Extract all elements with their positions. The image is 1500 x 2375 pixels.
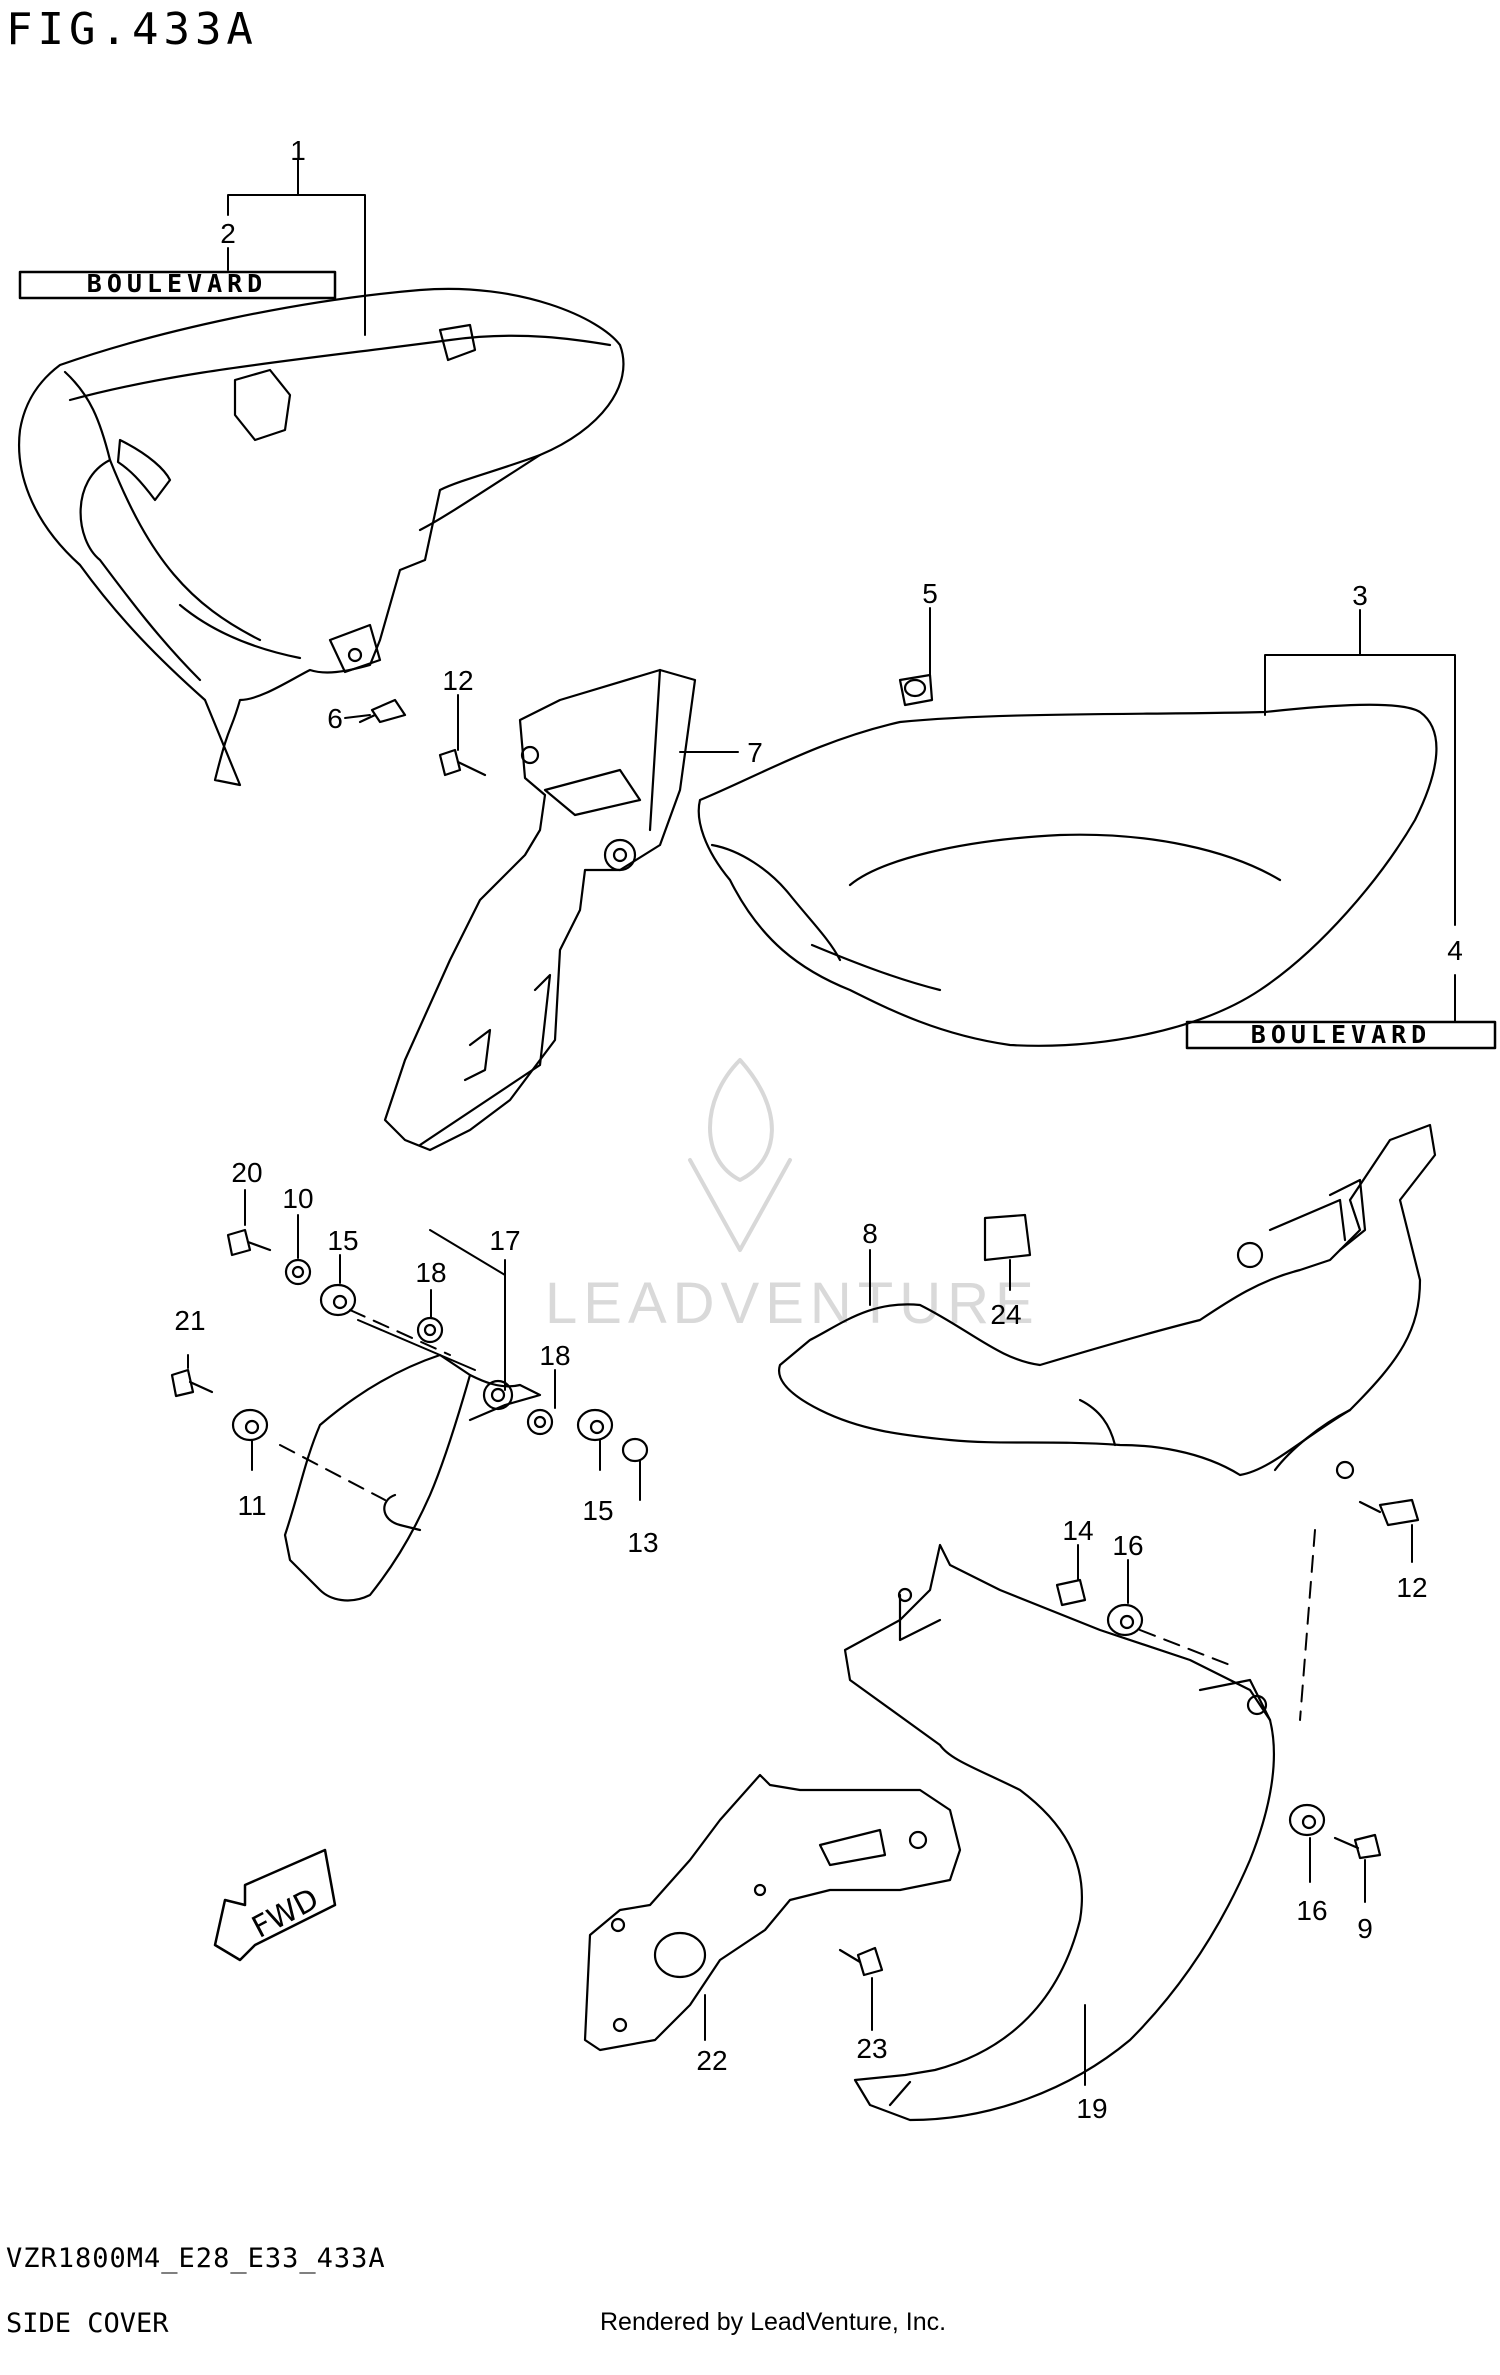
fwd-arrow: FWD	[213, 1848, 337, 1962]
watermark-logo	[688, 1058, 792, 1252]
fastener-9	[1333, 1833, 1382, 1860]
grommet-16-upper	[1106, 1603, 1144, 1637]
callout-21: 21	[174, 1305, 205, 1336]
callout-17: 17	[489, 1225, 520, 1256]
grommet-15-lower	[576, 1408, 614, 1442]
emblem-text-lower: BOULEVARD	[1251, 1020, 1431, 1049]
callout-19: 19	[1076, 2093, 1107, 2124]
callout-12-upper: 12	[442, 665, 473, 696]
callout-11: 11	[237, 1490, 266, 1521]
spacer-24	[983, 1213, 1032, 1262]
right-side-cover	[697, 703, 1438, 1047]
emblem-boulevard-upper: BOULEVARD	[18, 269, 337, 300]
watermark-text: LEADVENTURE	[545, 1271, 1040, 1336]
fastener-23	[838, 1946, 884, 1977]
fastener-21	[170, 1368, 214, 1398]
callout-15-lower: 15	[582, 1495, 613, 1526]
washer-18-upper	[416, 1316, 444, 1344]
fastener-12-upper	[438, 748, 487, 777]
callout-18-upper: 18	[415, 1257, 446, 1288]
collar-13	[621, 1437, 649, 1463]
emblem-text-upper: BOULEVARD	[87, 269, 267, 298]
callout-18-lower: 18	[539, 1340, 570, 1371]
fastener-12-lower	[1358, 1498, 1420, 1527]
callout-12-lower: 12	[1396, 1572, 1427, 1603]
emblem-boulevard-lower: BOULEVARD	[1185, 1020, 1497, 1050]
grommet-15-upper	[319, 1283, 357, 1317]
plate-22	[583, 1773, 962, 2052]
callout-1: 1	[290, 135, 306, 166]
callout-16-upper: 16	[1112, 1530, 1143, 1561]
grommet-11	[231, 1408, 269, 1442]
fastener-20	[226, 1228, 272, 1257]
callout-6: 6	[327, 703, 343, 734]
callout-23: 23	[856, 2033, 887, 2064]
figure-name: SIDE COVER	[6, 2308, 169, 2339]
collar-14	[1055, 1578, 1087, 1607]
callout-9: 9	[1357, 1913, 1373, 1944]
leader-lines	[187, 159, 1456, 2086]
fastener-6	[358, 698, 407, 724]
callout-14: 14	[1062, 1515, 1093, 1546]
callout-22: 22	[696, 2045, 727, 2076]
credit-text: Rendered by LeadVenture, Inc.	[600, 2308, 947, 2336]
grommet-16-lower	[1288, 1803, 1326, 1837]
frame-cover-8	[777, 1123, 1437, 1480]
callout-5: 5	[922, 578, 938, 609]
left-side-cover	[18, 287, 625, 787]
callout-3: 3	[1352, 580, 1368, 611]
fwd-label: FWD	[246, 1882, 324, 1946]
callout-20: 20	[231, 1157, 262, 1188]
figure-title: FIG.433A	[6, 4, 258, 55]
callout-13: 13	[627, 1527, 658, 1558]
dashed-lines	[279, 1309, 1316, 1721]
callout-15-upper: 15	[327, 1225, 358, 1256]
callout-2: 2	[220, 218, 236, 249]
washer-18-lower	[526, 1408, 554, 1436]
callout-10: 10	[282, 1183, 313, 1214]
figure-code: VZR1800M4_E28_E33_433A	[6, 2243, 386, 2274]
callout-7: 7	[747, 737, 763, 768]
bracket-7	[383, 668, 697, 1152]
panel-17	[283, 1353, 542, 1602]
callout-4: 4	[1447, 935, 1463, 966]
callout-8: 8	[862, 1218, 878, 1249]
callout-24: 24	[990, 1299, 1021, 1330]
fastener-5	[898, 673, 934, 707]
bracket-19	[843, 1543, 1275, 2122]
callout-16-lower: 16	[1296, 1895, 1327, 1926]
callout-labels: 1 2 3 4 5 6 7 8 9 10 11 12 12 13 14 15 1…	[174, 135, 1462, 2124]
washer-10	[284, 1258, 312, 1286]
